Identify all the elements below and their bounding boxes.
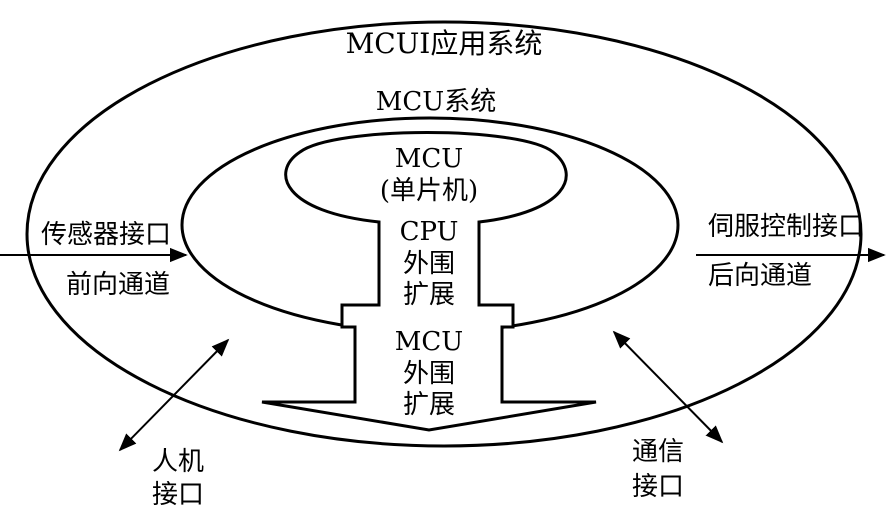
hmi-label-line1: 人机	[152, 447, 204, 477]
backward-channel-label: 后向通道	[708, 261, 812, 291]
mcu-core-arrow-shape	[261, 131, 597, 432]
mcu-ext-title: MCU	[395, 327, 463, 357]
hmi-label-line2: 接口	[152, 480, 204, 510]
comm-bidirectional-arrow	[612, 330, 724, 444]
mcu-subtitle: (单片机)	[380, 176, 478, 206]
cpu-label: CPU	[400, 217, 459, 247]
cpu-ext-line1: 外围	[403, 249, 455, 279]
inner-title: MCU系统	[376, 87, 496, 117]
forward-channel-label: 前向通道	[66, 270, 170, 300]
comm-label-line1: 通信	[632, 437, 684, 467]
cpu-ext-line2: 扩展	[403, 280, 455, 310]
mcu-ext-line2: 扩展	[403, 390, 455, 420]
servo-interface-label: 伺服控制接口	[708, 212, 864, 242]
mcu-ext-line1: 外围	[403, 359, 455, 389]
comm-label-line2: 接口	[632, 472, 684, 502]
hmi-bidirectional-arrow	[118, 338, 230, 452]
outer-title: MCUI应用系统	[346, 27, 543, 60]
sensor-interface-label: 传感器接口	[41, 220, 171, 250]
mcu-label: MCU	[395, 144, 463, 174]
outer-application-ellipse	[25, 20, 863, 448]
